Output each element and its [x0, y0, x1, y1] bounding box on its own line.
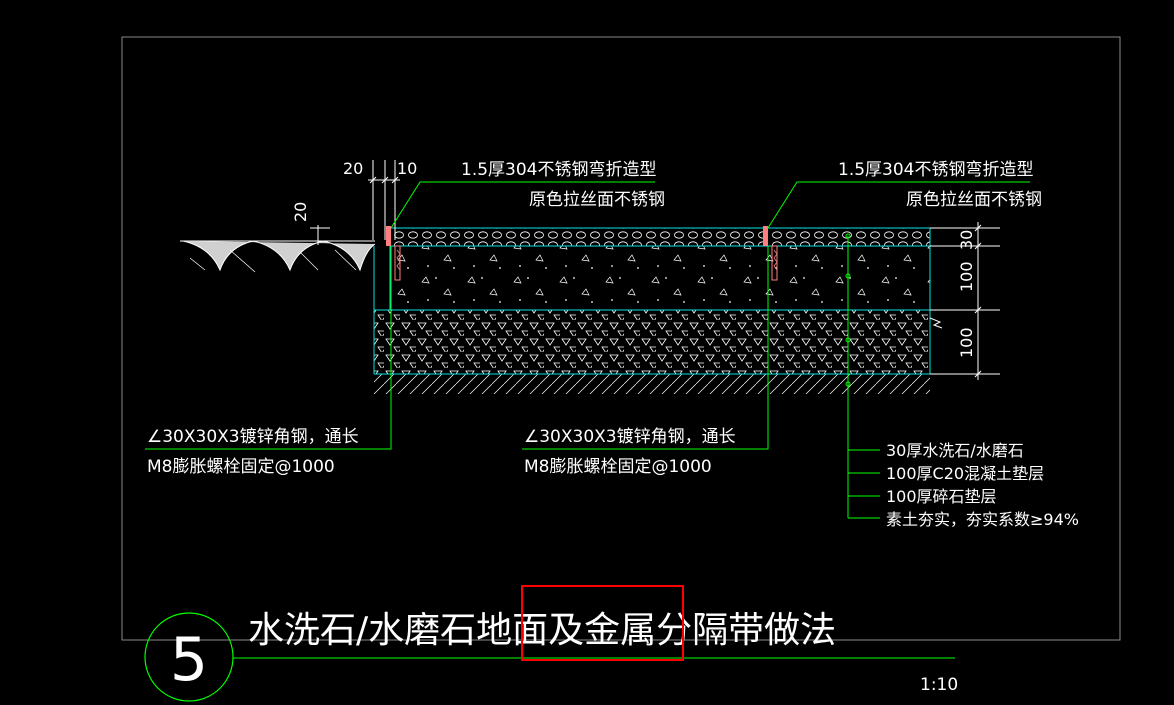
drawing-frame: [121, 36, 1121, 641]
layer-4-label: 素土夯实，夯实系数≥94%: [886, 510, 1079, 529]
detail-number: 5: [170, 625, 208, 695]
steel-strip-right: [763, 226, 778, 281]
dim-left-20: 20: [291, 202, 310, 222]
title-part2: 做法: [764, 610, 836, 651]
title-highlight: 金属分隔带: [584, 610, 764, 651]
detail-number-circle: [144, 612, 234, 702]
highlight-box: [521, 585, 684, 661]
layer-1-label: 30厚水洗石/水磨石: [886, 441, 1024, 460]
layer-3-label: 100厚碎石垫层: [886, 487, 997, 506]
dim-layer-100b: 100: [957, 327, 976, 358]
concrete-layer: [390, 246, 930, 310]
steel-right-line2: 原色拉丝面不锈钢: [906, 190, 1042, 210]
terrazzo-layer: [390, 228, 930, 246]
soil-layer: [374, 374, 930, 394]
steel-left-line1: 1.5厚304不锈钢弯折造型: [461, 160, 656, 180]
dim-top-20: 20: [343, 159, 363, 178]
dim-top-10: 10: [397, 159, 417, 178]
angle-right-line1: ∠30X30X3镀锌角钢，通长: [524, 427, 736, 447]
leader-lines: [145, 181, 1030, 519]
angle-right-line2: M8膨胀螺栓固定@1000: [524, 457, 712, 477]
steel-strip-left: [386, 226, 401, 281]
title-text: 水洗石/水磨石地面及金属分隔带做法: [248, 610, 836, 651]
scale-label: 1:10: [920, 675, 958, 695]
dim-layer-100a: 100: [957, 261, 976, 292]
steel-left-line2: 原色拉丝面不锈钢: [529, 190, 665, 210]
left-ground-symbol: [180, 240, 376, 273]
title-part1: 水洗石/水磨石地面及: [248, 610, 584, 651]
floor-section: [373, 227, 943, 394]
dimension-lines: [310, 160, 1000, 380]
break-line: [929, 317, 943, 329]
gravel-layer: [374, 310, 930, 374]
layer-2-label: 100厚C20混凝土垫层: [886, 464, 1044, 483]
steel-right-line1: 1.5厚304不锈钢弯折造型: [838, 160, 1033, 180]
dim-layer-30: 30: [957, 230, 976, 250]
angle-left-line1: ∠30X30X3镀锌角钢，通长: [147, 427, 359, 447]
angle-left-line2: M8膨胀螺栓固定@1000: [147, 457, 335, 477]
